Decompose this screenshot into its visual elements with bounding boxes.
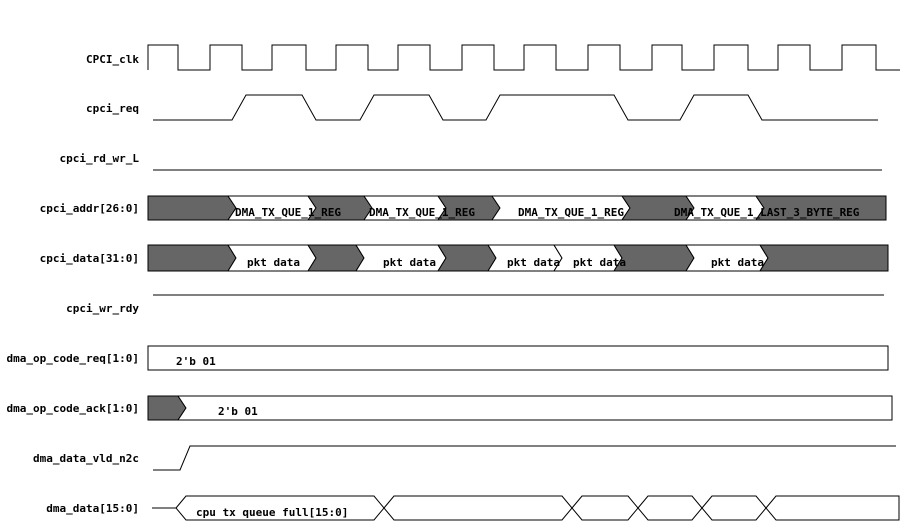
dma-data-segment: [383, 495, 573, 521]
data-value-label: pkt data: [573, 256, 626, 269]
signal-name-dma-op-code-req: dma_op_code_req[1:0]: [7, 352, 139, 365]
data-undefined-segment: [307, 244, 365, 272]
addr-value-label: DMA_TX_QUE_1_LAST_3_BYTE_REG: [674, 206, 860, 219]
signal-name-cpci-req: cpci_req: [86, 102, 139, 115]
wave-cpci-clk: [147, 44, 900, 71]
dma-data-value-label: cpu tx queue full[15:0]: [196, 506, 348, 519]
wave-cpci-data: pkt data pkt data pkt data pkt data pkt …: [147, 244, 889, 272]
addr-value-label: DMA_TX_QUE_1_REG: [235, 206, 341, 219]
op-code-req-value-label: 2'b 01: [176, 355, 216, 368]
wave-cpci-addr: DMA_TX_QUE_1_REG DMA_TX_QUE_1_REG DMA_TX…: [147, 195, 887, 221]
wave-cpci-req: [153, 94, 878, 121]
addr-value-label: DMA_TX_QUE_1_REG: [518, 206, 624, 219]
data-value-label: pkt data: [383, 256, 436, 269]
op-code-ack-value-label: 2'b 01: [218, 405, 258, 418]
op-code-req-segment: [147, 345, 889, 371]
wave-dma-op-code-ack: 2'b 01: [147, 395, 893, 421]
wave-dma-data-vld-n2c: [153, 445, 896, 471]
wave-dma-data: cpu tx queue full[15:0]: [152, 495, 900, 521]
op-code-ack-segment: [177, 395, 893, 421]
signal-name-cpci-data: cpci_data[31:0]: [40, 252, 139, 265]
dma-data-segment: [637, 495, 703, 521]
dma-data-segment: [701, 495, 767, 521]
dma-data-segment: [571, 495, 639, 521]
data-undefined-segment: [147, 244, 237, 272]
signal-name-dma-op-code-ack: dma_op_code_ack[1:0]: [7, 402, 139, 415]
dma-data-segment: [765, 495, 900, 521]
data-undefined-segment: [613, 244, 695, 272]
signal-name-dma-data: dma_data[15:0]: [46, 502, 139, 515]
wave-dma-op-code-req: 2'b 01: [147, 345, 889, 371]
addr-value-label: DMA_TX_QUE_1_REG: [369, 206, 475, 219]
data-value-label: pkt data: [507, 256, 560, 269]
signal-name-cpci-addr: cpci_addr[26:0]: [40, 202, 139, 215]
signal-name-cpci-wr-rdy: cpci_wr_rdy: [66, 302, 139, 315]
data-value-label: pkt data: [247, 256, 300, 269]
addr-undefined-segment: [147, 195, 237, 221]
data-undefined-segment: [759, 244, 889, 272]
addr-undefined-segment: [755, 195, 887, 221]
data-value-label: pkt data: [711, 256, 764, 269]
signal-name-dma-data-vld-n2c: dma_data_vld_n2c: [33, 452, 139, 465]
signal-name-cpci-rd-wr-l: cpci_rd_wr_L: [60, 152, 140, 165]
signal-name-cpci-clk: CPCI_clk: [86, 53, 139, 66]
data-undefined-segment: [437, 244, 497, 272]
